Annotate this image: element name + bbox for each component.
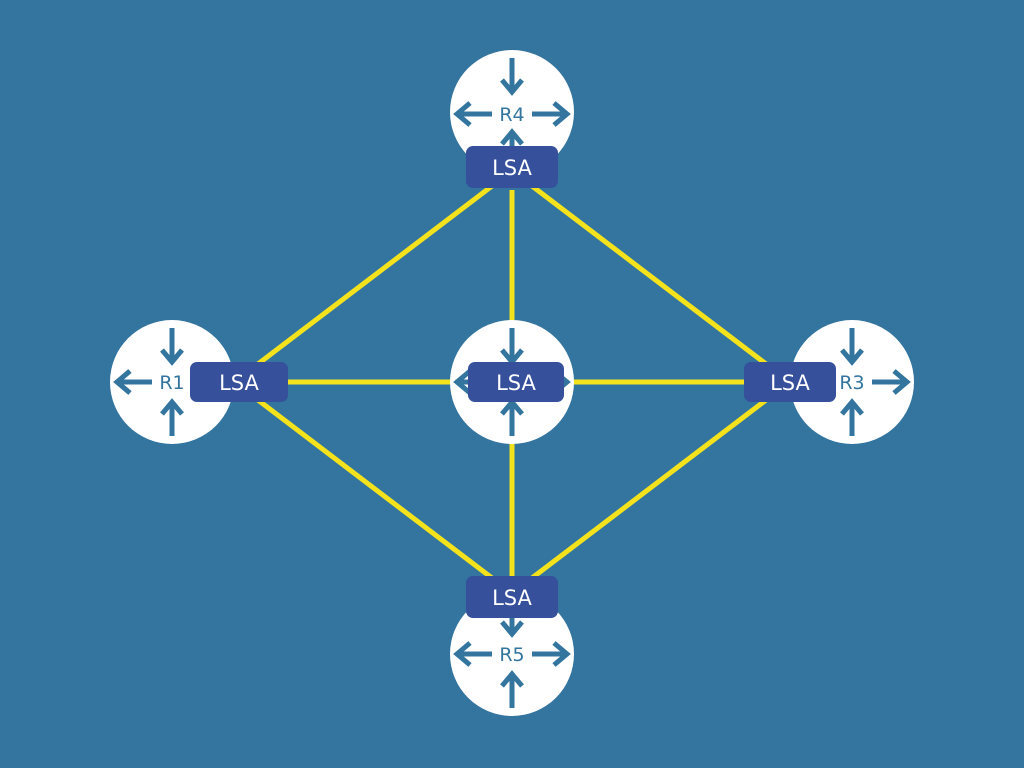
router-r4-label: R4 [499, 104, 524, 126]
lsa-badge-r4-label: LSA [492, 156, 532, 180]
router-r1-label: R1 [159, 372, 184, 394]
router-r4-circle [450, 50, 574, 174]
router-r4-arrows-icon [453, 58, 571, 166]
router-r3-label: R3 [839, 372, 864, 394]
lsa-badge-r5-box [466, 576, 558, 618]
link-r1-r5 [252, 395, 494, 580]
link-r4-r1 [252, 184, 494, 369]
router-r3-circle [790, 320, 914, 444]
router-r5-circle [450, 592, 574, 716]
lsa-badge-r1: LSA [190, 362, 288, 402]
router-r1: R1 [110, 320, 234, 444]
router-r4: R4 [450, 50, 574, 174]
links [252, 184, 772, 580]
lsa-badge-r1-label: LSA [219, 371, 259, 395]
router-r5: R5 [450, 592, 574, 716]
router-r1-circle [110, 320, 234, 444]
link-r3-r5 [530, 395, 772, 580]
lsa-badge-r3-box [744, 362, 836, 402]
lsa-badge-center: LSA [468, 362, 564, 402]
lsa-badge-r5-label: LSA [492, 586, 532, 610]
router-r5-label: R5 [499, 644, 524, 666]
lsa-badge-r3: LSA [744, 362, 836, 402]
lsa-badge-center-label: LSA [496, 371, 536, 395]
lsa-badge-r3-label: LSA [770, 371, 810, 395]
lsa-badge-r4: LSA [466, 146, 558, 188]
lsa-badge-r5: LSA [466, 576, 558, 618]
lsa-badge-r1-box [190, 362, 288, 402]
lsa-badge-center-box [468, 362, 564, 402]
link-r4-r3 [530, 184, 772, 369]
lsa-badge-r4-box [466, 146, 558, 188]
